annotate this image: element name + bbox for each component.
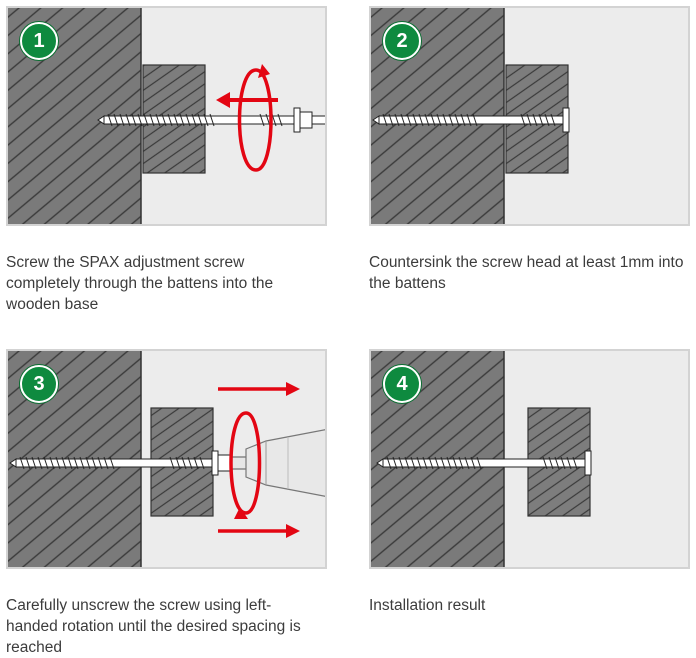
rotation-arrow — [237, 64, 273, 172]
step-4-badge: 4 — [383, 365, 421, 403]
screw — [376, 450, 592, 476]
step-3-badge: 3 — [20, 365, 58, 403]
step-3-caption: Carefully unscrew the screw using left-h… — [6, 597, 301, 656]
counter-rotation-arrow — [229, 411, 262, 519]
step-1-illustration — [8, 8, 325, 224]
step-3-panel: 3 — [6, 349, 327, 569]
step-4-illustration — [371, 351, 592, 567]
step-2-badge: 2 — [383, 22, 421, 60]
screw — [9, 450, 233, 476]
pull-out-arrows — [218, 382, 300, 538]
screw — [97, 107, 325, 133]
step-1-badge: 1 — [20, 22, 58, 60]
step-4-caption: Installation result — [369, 597, 486, 614]
step-4-panel: 4 — [369, 349, 690, 569]
step-2-panel: 2 — [369, 6, 690, 226]
drill — [231, 429, 325, 497]
step-2-caption: Countersink the screw head at least 1mm … — [369, 254, 684, 292]
step-1-caption: Screw the SPAX adjustment screw complete… — [6, 254, 274, 313]
screw — [372, 107, 570, 133]
step-1-panel: 1 — [6, 6, 327, 226]
